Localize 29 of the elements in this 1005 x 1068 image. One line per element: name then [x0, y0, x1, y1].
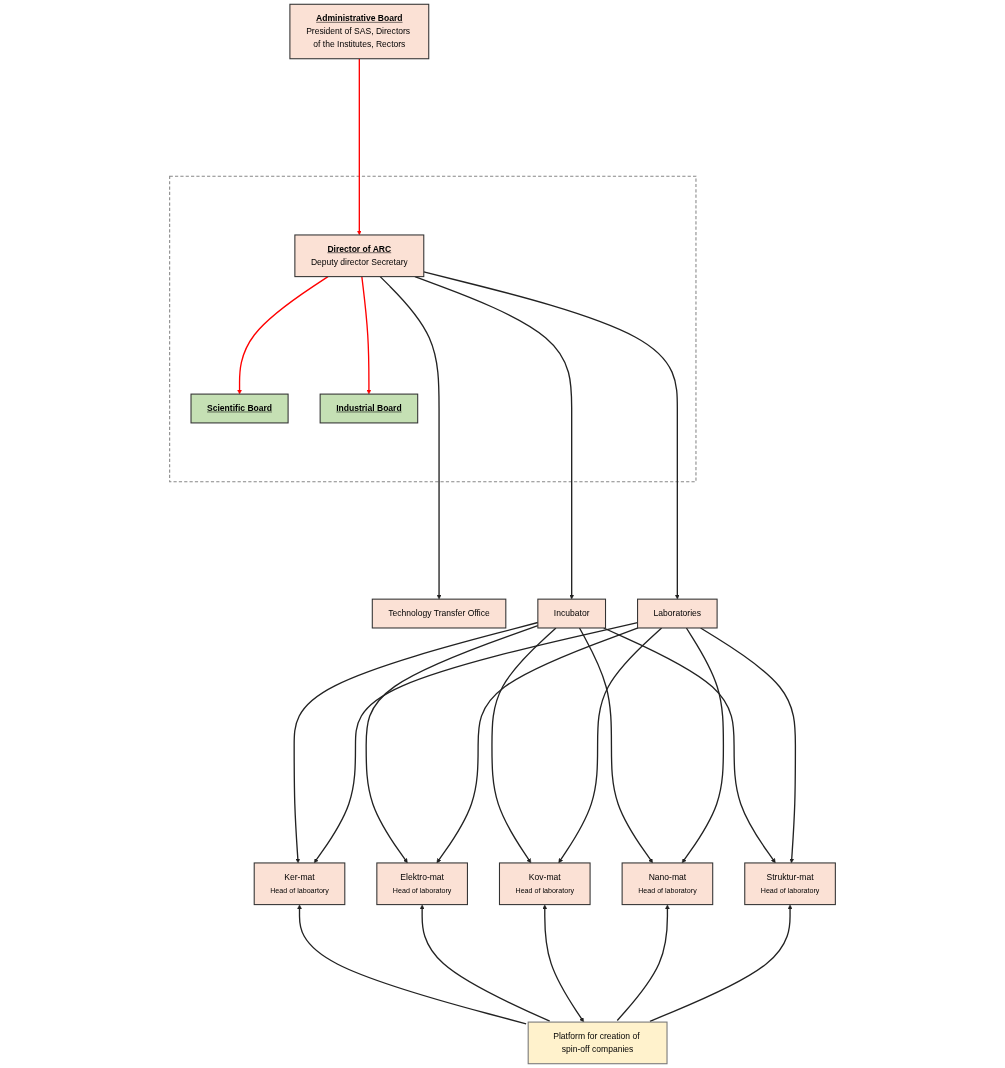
- arrow: [436, 627, 639, 864]
- node-box: Platform for creation of spin-off companies: [527, 1021, 668, 1065]
- node-box: Industrial Board: [319, 393, 419, 424]
- cluster: [169, 175, 697, 483]
- arrow: [558, 627, 663, 864]
- node-box: Laboratories: [637, 598, 718, 629]
- arrow: [491, 627, 557, 864]
- arrow: [365, 624, 539, 864]
- node-box: Administrative Board President of SAS, Directors of the Institutes, Rectors: [289, 3, 430, 60]
- node-box: Incubator: [537, 598, 607, 629]
- arrow: [699, 627, 797, 864]
- arrow: [313, 621, 639, 864]
- arrow: [297, 904, 527, 1025]
- arrow: [616, 904, 670, 1022]
- arrow: [379, 275, 442, 600]
- node-box: Scientific Board: [190, 393, 289, 424]
- arrow: [356, 58, 362, 236]
- arrow: [423, 271, 680, 600]
- arrow: [578, 627, 653, 864]
- node-box: Director of ARC Deputy director Secretary: [294, 234, 425, 278]
- arrow: [649, 904, 793, 1022]
- arrow: [361, 275, 372, 395]
- arrow: [542, 904, 584, 1023]
- arrow: [237, 275, 329, 395]
- arrow: [419, 904, 551, 1022]
- arrow: [414, 275, 575, 600]
- node-box: Technology Transfer Office: [371, 598, 507, 629]
- arrow: [293, 621, 539, 864]
- arrow: [681, 627, 725, 864]
